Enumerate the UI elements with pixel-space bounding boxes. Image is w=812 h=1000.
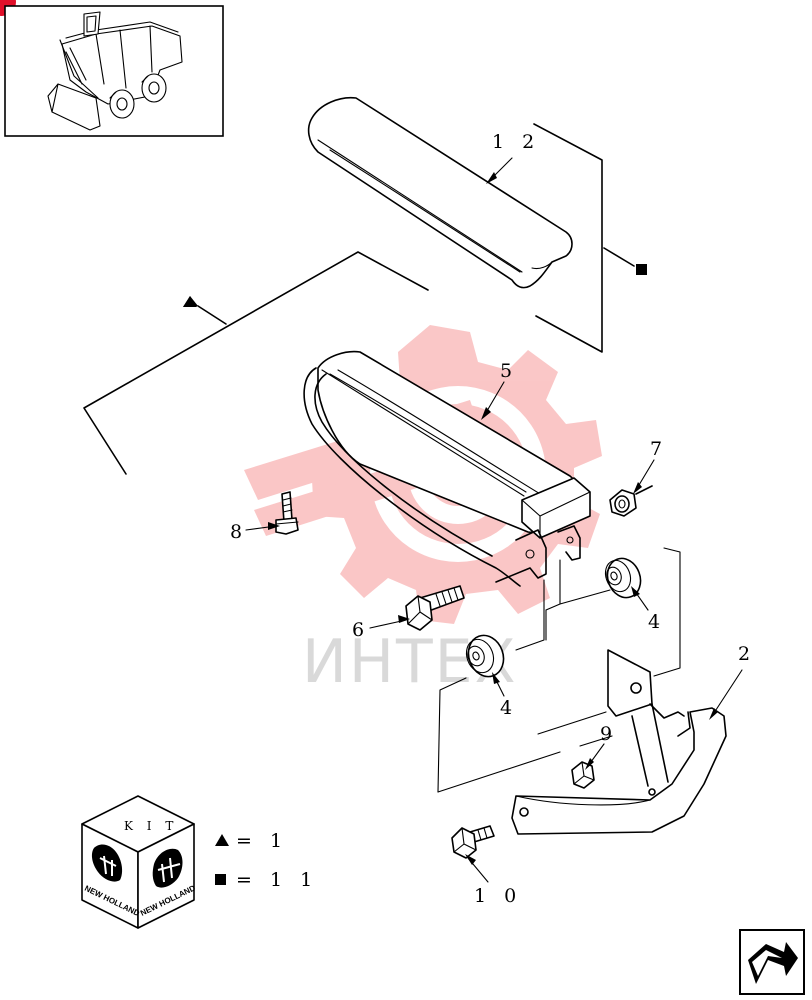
bracket-part <box>511 649 727 835</box>
callout-5: 5 <box>500 360 518 382</box>
square-marker <box>636 264 647 275</box>
lower-bolt-part <box>451 825 495 859</box>
kit-legend: = 1 = 1 1 <box>215 830 318 891</box>
top-nut-part <box>609 485 653 517</box>
callout-4-left: 4 <box>500 697 518 719</box>
assembly-guide-lines <box>437 547 681 793</box>
callout-7: 7 <box>650 438 668 460</box>
kit-bracket-triangle <box>83 251 429 475</box>
leader-lines <box>245 157 743 883</box>
main-bolt-part <box>405 585 465 631</box>
kit-box: K I T NEW HOLLAND NEW HOLLAND <box>81 795 197 929</box>
callout-2: 2 <box>738 643 756 665</box>
thumbnail-frame <box>4 5 224 137</box>
legend-triangle-text: = 1 <box>236 830 288 852</box>
callout-8: 8 <box>230 521 248 543</box>
kit-bracket-square <box>533 123 647 353</box>
lower-nut-part <box>571 761 595 789</box>
legend-triangle-icon <box>215 834 229 846</box>
kit-label: K I T <box>124 819 178 833</box>
legend-square-icon <box>215 874 226 885</box>
skid-steer-loader-icon <box>47 11 183 131</box>
callout-10: 1 0 <box>474 885 522 907</box>
return-arrow-icon[interactable] <box>739 929 805 995</box>
seat-cushion-part <box>303 350 591 587</box>
bearing-right-part <box>604 557 642 599</box>
legend-square-text: = 1 1 <box>236 869 318 891</box>
seat-cover-part <box>307 96 573 289</box>
callout-9: 9 <box>600 723 618 745</box>
callout-12: 1 2 <box>492 131 540 153</box>
small-bolt-part <box>275 491 299 535</box>
callout-6: 6 <box>352 619 370 641</box>
callout-4-right: 4 <box>648 611 666 633</box>
